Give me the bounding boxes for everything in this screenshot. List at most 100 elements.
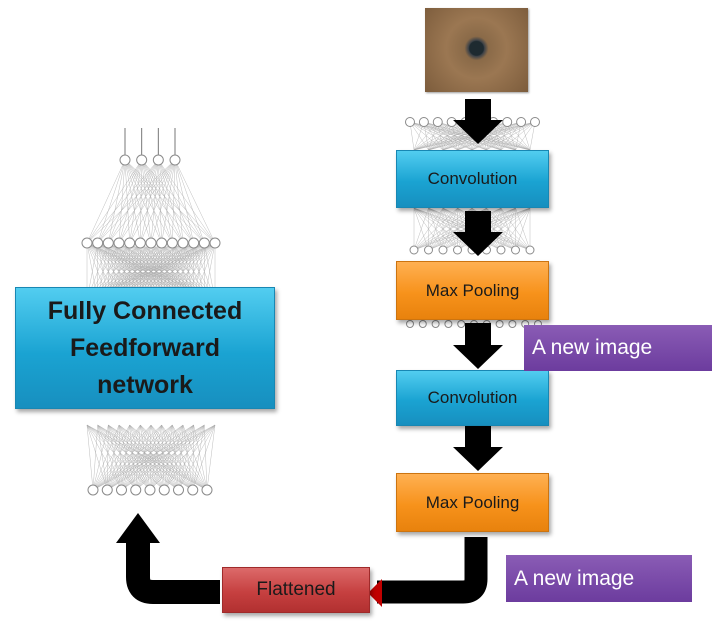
fc-connection: [135, 424, 194, 491]
cnn-node: [418, 117, 429, 127]
cnn-connection: [471, 121, 536, 151]
fc-connection: [124, 159, 141, 244]
fc-connection: [92, 424, 216, 491]
fc-connection: [178, 424, 205, 491]
down-arrow-4-icon: [453, 424, 503, 471]
fc-connection: [141, 159, 173, 244]
fc-connection: [141, 159, 162, 244]
fc-connection: [107, 424, 184, 491]
fc-connection: [182, 424, 193, 491]
fc-hidden-node: [177, 237, 189, 249]
fc-connection: [97, 159, 176, 244]
fc-output-node: [152, 154, 164, 166]
fc-line-3: network: [97, 370, 193, 399]
fc-connection: [86, 159, 126, 244]
fc-connection: [124, 159, 152, 244]
fc-hidden-node: [113, 237, 125, 249]
cnn-node: [424, 245, 433, 255]
fc-connection: [92, 424, 205, 491]
fc-input-node: [173, 484, 184, 496]
fc-connection: [107, 424, 162, 491]
fc-connection: [92, 424, 130, 491]
fc-connection: [86, 424, 94, 491]
fc-connection: [92, 424, 152, 491]
fc-connection: [141, 159, 152, 244]
fc-connection: [108, 424, 122, 491]
fc-connection: [124, 159, 130, 244]
fc-connection: [107, 424, 194, 491]
fc-connection: [140, 159, 159, 244]
cnn-connection: [413, 207, 516, 251]
fc-input-node: [187, 484, 199, 496]
fc-connection: [158, 159, 205, 244]
fc-connection: [121, 424, 152, 491]
down-arrow-2-icon: [453, 211, 503, 256]
fc-connection: [174, 159, 184, 244]
fc-line-1: Fully Connected: [47, 296, 243, 325]
fc-connection: [206, 424, 216, 491]
fc-connection: [135, 424, 205, 491]
fc-connection: [121, 424, 130, 491]
cnn-node: [431, 320, 440, 328]
fc-hidden-node: [134, 237, 146, 249]
fc-connection: [129, 159, 176, 244]
fc-input-node: [144, 484, 156, 496]
fc-connection: [118, 159, 159, 244]
cnn-connection: [515, 121, 536, 151]
max-pooling-block-1: Max Pooling: [396, 261, 549, 320]
fully-connected-block: Fully Connected Feedforward network: [15, 287, 275, 409]
fc-connection: [150, 159, 176, 244]
fc-hidden-node: [156, 237, 168, 249]
new-image-note-1: A new image: [524, 325, 712, 371]
fc-connection: [121, 424, 141, 491]
cnn-connection: [409, 121, 458, 151]
cnn-connection: [413, 121, 438, 151]
fc-connection: [92, 424, 98, 491]
fc-connection: [108, 159, 159, 244]
fc-hidden-node: [92, 237, 104, 249]
cnn-node: [502, 117, 513, 127]
cnn-node: [508, 320, 517, 328]
fc-connection: [97, 159, 159, 244]
return-arrow-icon: [126, 542, 220, 604]
fc-connection: [107, 424, 141, 491]
fc-connection: [174, 159, 194, 244]
down-arrow-3-icon: [453, 323, 503, 369]
input-image: [425, 8, 528, 92]
fc-connection: [107, 424, 173, 491]
cnn-node: [457, 320, 466, 328]
fc-input-node: [158, 484, 170, 496]
cnn-node: [496, 245, 506, 255]
cnn-node: [453, 245, 462, 255]
cnn-node: [511, 245, 520, 255]
fc-connection: [193, 424, 208, 491]
fc-connection: [92, 424, 184, 491]
flattened-label: Flattened: [256, 579, 336, 600]
fc-hidden-node: [145, 237, 157, 249]
fc-connection: [86, 159, 159, 244]
fc-connection: [107, 424, 109, 491]
fc-connection: [149, 424, 216, 491]
fc-connection: [158, 159, 216, 244]
fc-hidden-node: [198, 237, 210, 249]
fc-connection: [164, 424, 216, 491]
flatten-arrowhead-icon: [368, 579, 382, 607]
cnn-node: [405, 117, 415, 127]
fc-connection: [86, 424, 122, 491]
fc-connection: [121, 424, 173, 491]
fc-input-node: [101, 484, 113, 496]
fc-connection: [92, 424, 194, 491]
fc-connection: [124, 159, 216, 244]
cnn-connection: [413, 207, 429, 251]
fc-connection: [124, 159, 184, 244]
return-arrowhead-icon: [116, 513, 160, 543]
fc-hidden-node: [124, 237, 136, 249]
fc-hidden-node: [166, 237, 178, 249]
fc-connection: [118, 159, 176, 244]
fc-connection: [149, 424, 205, 491]
fc-connection: [121, 424, 205, 491]
fc-connection: [107, 424, 216, 491]
down-arrow-1-icon: [453, 99, 503, 144]
fc-output-node: [136, 154, 148, 166]
